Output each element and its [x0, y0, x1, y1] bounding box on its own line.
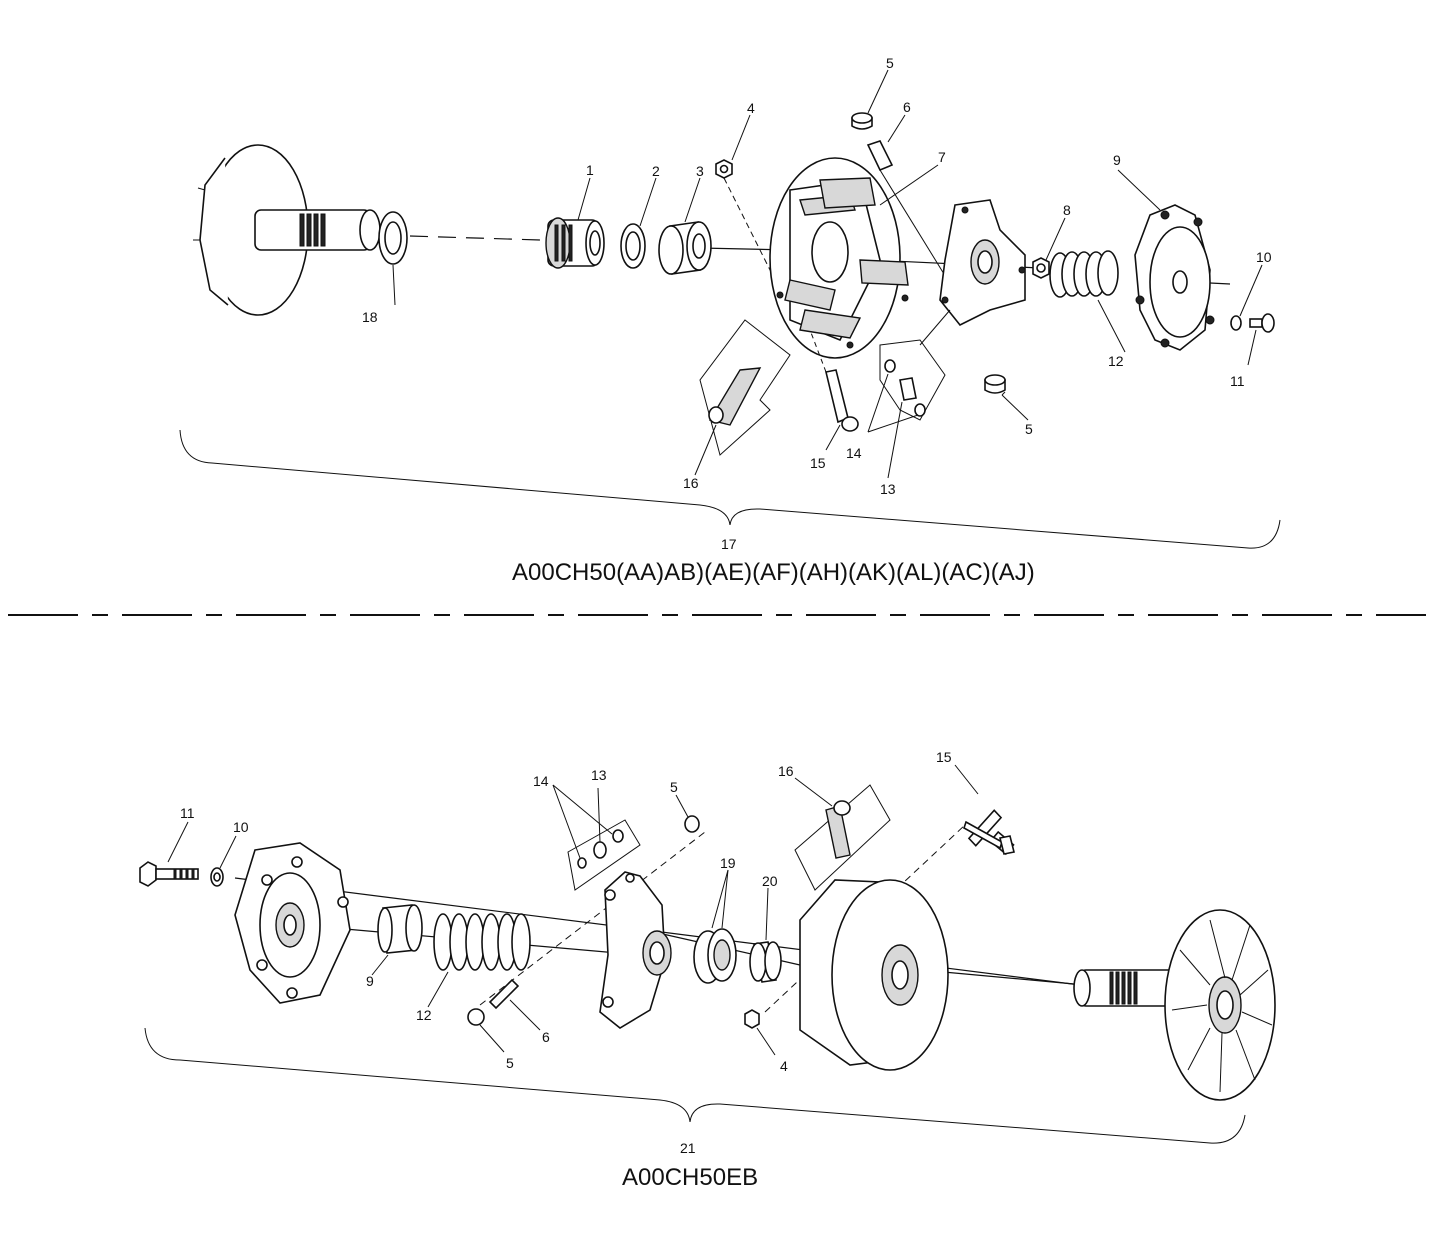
top-part-10-washer	[1230, 315, 1242, 331]
bottom-part-10-washer	[210, 867, 224, 887]
bottom-assembly-brace	[144, 1027, 1246, 1144]
bottom-fixed-sheave-shaft	[1073, 909, 1276, 1101]
bottom-model-caption: A00CH50EB	[622, 1164, 758, 1191]
top-part-8-nut	[1032, 257, 1050, 279]
top-part-3-bushing	[658, 221, 712, 275]
bottom-assembly: 11 10 14 13 5 16 15 19 20 9 12 6 5 4 21 …	[139, 749, 1276, 1191]
top-part-1-spider	[545, 217, 605, 269]
top-callout-13: 13	[880, 481, 896, 497]
top-part-12-spring	[1049, 250, 1119, 298]
bottom-callout-5-lower: 5	[506, 1055, 514, 1071]
bottom-callout-4: 4	[780, 1058, 788, 1074]
top-callout-6: 6	[903, 99, 911, 115]
bottom-callout-6: 6	[542, 1029, 550, 1045]
bottom-callout-13: 13	[591, 767, 607, 783]
top-part-5-cap-upper	[851, 112, 873, 130]
top-part-15-screw	[809, 329, 859, 432]
bottom-part-20-ring	[749, 941, 782, 983]
bottom-movable-sheave	[799, 879, 949, 1071]
top-part-13-14-inset	[879, 309, 951, 421]
bottom-part-15-bolt	[963, 809, 1015, 856]
top-leader-lines	[392, 69, 1263, 479]
top-assembly-brace	[179, 429, 1281, 549]
top-part-11-bolt	[1249, 313, 1275, 333]
top-callout-16: 16	[683, 475, 699, 491]
top-callout-2: 2	[652, 163, 660, 179]
top-callout-18: 18	[362, 309, 378, 325]
bottom-leader-lines	[167, 764, 979, 1056]
top-movable-sheave	[769, 157, 909, 359]
bottom-callout-12: 12	[416, 1007, 432, 1023]
top-part-9-cover	[1134, 204, 1215, 351]
bottom-part-13-14-inset	[567, 819, 641, 891]
bottom-callout-labels: 11 10 14 13 5 16 15 19 20 9 12 6 5 4 21	[180, 749, 952, 1156]
bottom-callout-10: 10	[233, 819, 249, 835]
bottom-part-5-cap-upper	[684, 815, 700, 833]
bottom-part-12-spring	[433, 913, 531, 971]
top-fixed-sheave-shaft	[193, 144, 381, 316]
top-callout-5-lower: 5	[1025, 421, 1033, 437]
top-assembly: 1 2 3 4 5 6 7 8 9 10 11 12 13 14 15 16 5…	[179, 55, 1281, 586]
bottom-part-11-bolt	[139, 861, 199, 887]
bottom-callout-19: 19	[720, 855, 736, 871]
top-callout-3: 3	[696, 163, 704, 179]
top-callout-15: 15	[810, 455, 826, 471]
bottom-callout-20: 20	[762, 873, 778, 889]
top-callout-5-upper: 5	[886, 55, 894, 71]
top-callout-17: 17	[721, 536, 737, 552]
top-part-5-cap-lower	[984, 374, 1006, 394]
bottom-part-5-cap-lower	[467, 1008, 485, 1026]
bottom-part-4-nut	[744, 1009, 760, 1029]
bottom-callout-16: 16	[778, 763, 794, 779]
top-callout-4: 4	[747, 100, 755, 116]
top-callout-11: 11	[1230, 373, 1245, 389]
bottom-spider-arm	[599, 871, 672, 1029]
bottom-part-19-rollers	[693, 928, 737, 984]
top-part-18-washer	[378, 211, 408, 265]
top-callout-8: 8	[1063, 202, 1071, 218]
bottom-callout-5-upper: 5	[670, 779, 678, 795]
top-part-7-spider-arm	[939, 199, 1026, 327]
bottom-callout-11: 11	[180, 805, 195, 821]
top-part-16-weight-inset	[699, 319, 791, 456]
bottom-callout-15: 15	[936, 749, 952, 765]
top-callout-1: 1	[586, 162, 594, 178]
bottom-callout-9: 9	[366, 973, 374, 989]
bottom-part-16-weight-inset	[794, 784, 891, 891]
bottom-callout-14: 14	[533, 773, 549, 789]
top-model-caption: A00CH50(AA)AB)(AE)(AF)(AH)(AK)(AL)(AC)(A…	[512, 559, 1035, 586]
bottom-callout-21: 21	[680, 1140, 696, 1156]
top-part-2-ring	[620, 223, 646, 269]
bottom-part-9-cover	[234, 842, 351, 1004]
top-callout-12: 12	[1108, 353, 1124, 369]
bottom-part-6-pin	[488, 978, 520, 1010]
top-part-4-nut	[715, 159, 791, 311]
top-callout-14: 14	[846, 445, 862, 461]
bottom-part-9-sleeve	[377, 904, 423, 954]
top-callout-10: 10	[1256, 249, 1272, 265]
top-callout-7: 7	[938, 149, 946, 165]
top-callout-9: 9	[1113, 152, 1121, 168]
top-callout-labels: 1 2 3 4 5 6 7 8 9 10 11 12 13 14 15 16 5…	[362, 55, 1272, 552]
